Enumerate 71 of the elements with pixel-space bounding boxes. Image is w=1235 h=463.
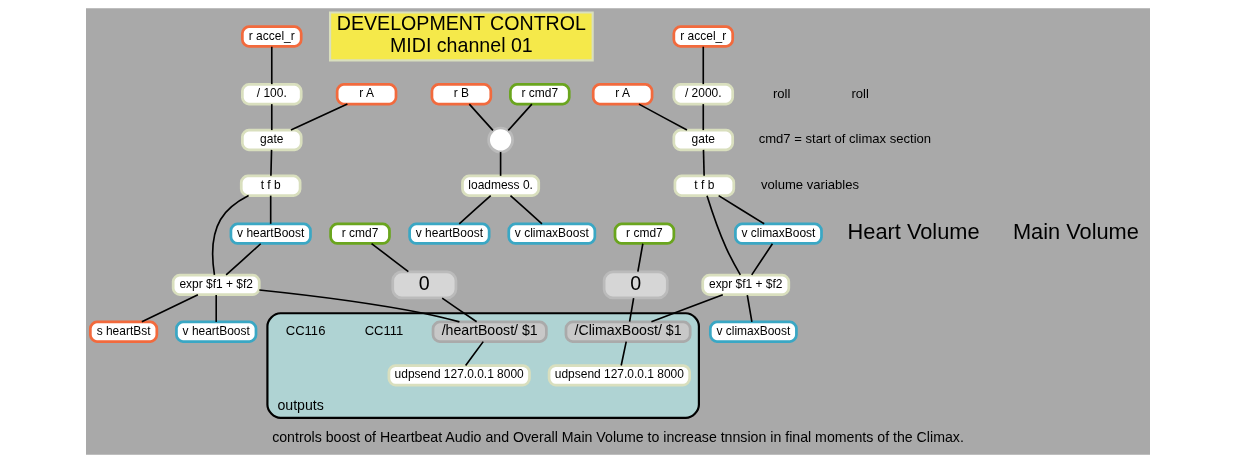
node-box: s heartBst — [88, 320, 158, 343]
connector — [270, 103, 273, 131]
connector — [257, 289, 460, 323]
label: CC116 — [285, 323, 325, 339]
connector — [702, 149, 705, 177]
connector — [211, 194, 249, 276]
node-box: loadmess 0. — [460, 174, 540, 197]
connector — [506, 103, 533, 132]
node-box: udpsend 127.0.0.1 8000 — [547, 364, 691, 387]
connector — [750, 242, 773, 276]
connector — [509, 194, 543, 225]
node-box: / 2000. — [672, 83, 734, 106]
connector — [464, 340, 484, 367]
connector — [705, 194, 741, 276]
connector — [717, 194, 765, 225]
connector — [636, 242, 644, 273]
label: cmd7 = start of climax section — [758, 131, 931, 147]
node-box: t f b — [239, 174, 301, 197]
connector — [628, 297, 634, 323]
connector — [440, 297, 477, 323]
node-box: t f b — [673, 174, 735, 197]
connector — [468, 103, 494, 132]
connector — [269, 149, 272, 177]
connector — [269, 194, 271, 225]
node-box: expr $f1 + $f2 — [171, 273, 261, 297]
node-box: r B — [430, 83, 492, 106]
label: CC111 — [364, 323, 403, 339]
connector — [370, 242, 409, 273]
node-box: r accel_r — [672, 25, 734, 48]
node-box: v climaxBoost — [708, 320, 798, 343]
label: roll — [850, 85, 869, 101]
node-box: gate — [240, 128, 303, 152]
node-box: r cmd7 — [613, 222, 675, 245]
connector — [140, 294, 199, 323]
node-box: 0 — [390, 270, 457, 300]
connector — [650, 293, 724, 323]
node-box: expr $f1 + $f2 — [700, 273, 790, 297]
node-box: v heartBoost — [229, 222, 312, 245]
node-box: r accel_r — [240, 25, 303, 48]
node-box: /heartBoost/ $1 — [431, 320, 548, 343]
caption: controls boost of Heartbeat Audio and Overall Main Volume to increase tnnsion in final moments of the Climax. — [271, 429, 964, 446]
connector — [499, 151, 501, 177]
node-box: v heartBoost — [407, 222, 490, 245]
connector — [289, 103, 348, 131]
node-box: /ClimaxBoost/ $1 — [564, 320, 692, 343]
node-box: v climaxBoost — [506, 222, 596, 245]
connector — [637, 103, 688, 131]
label: volume variables — [760, 177, 859, 193]
node-box: r cmd7 — [328, 222, 391, 245]
node-box: r A — [335, 83, 397, 106]
connector — [457, 194, 492, 225]
connector — [619, 340, 627, 367]
node-box: v climaxBoost — [733, 222, 823, 245]
node-box: udpsend 127.0.0.1 8000 — [387, 364, 531, 387]
node-box: r A — [591, 83, 653, 106]
node-box: gate — [672, 128, 734, 152]
node-circle — [486, 126, 514, 154]
node-box: 0 — [602, 270, 669, 300]
label: roll — [772, 85, 790, 101]
node-box: v heartBoost — [174, 320, 257, 343]
connector — [214, 294, 217, 323]
connector — [270, 45, 273, 85]
label: Heart Volume — [847, 219, 980, 245]
connector — [224, 242, 261, 276]
connector — [701, 45, 704, 85]
connector — [701, 103, 704, 131]
node-box: / 100. — [240, 83, 303, 106]
connector — [746, 294, 753, 323]
node-box: DEVELOPMENT CONTROL MIDI channel 01 — [328, 11, 594, 62]
node-box: r cmd7 — [508, 83, 571, 106]
label: Main Volume — [1012, 219, 1139, 245]
